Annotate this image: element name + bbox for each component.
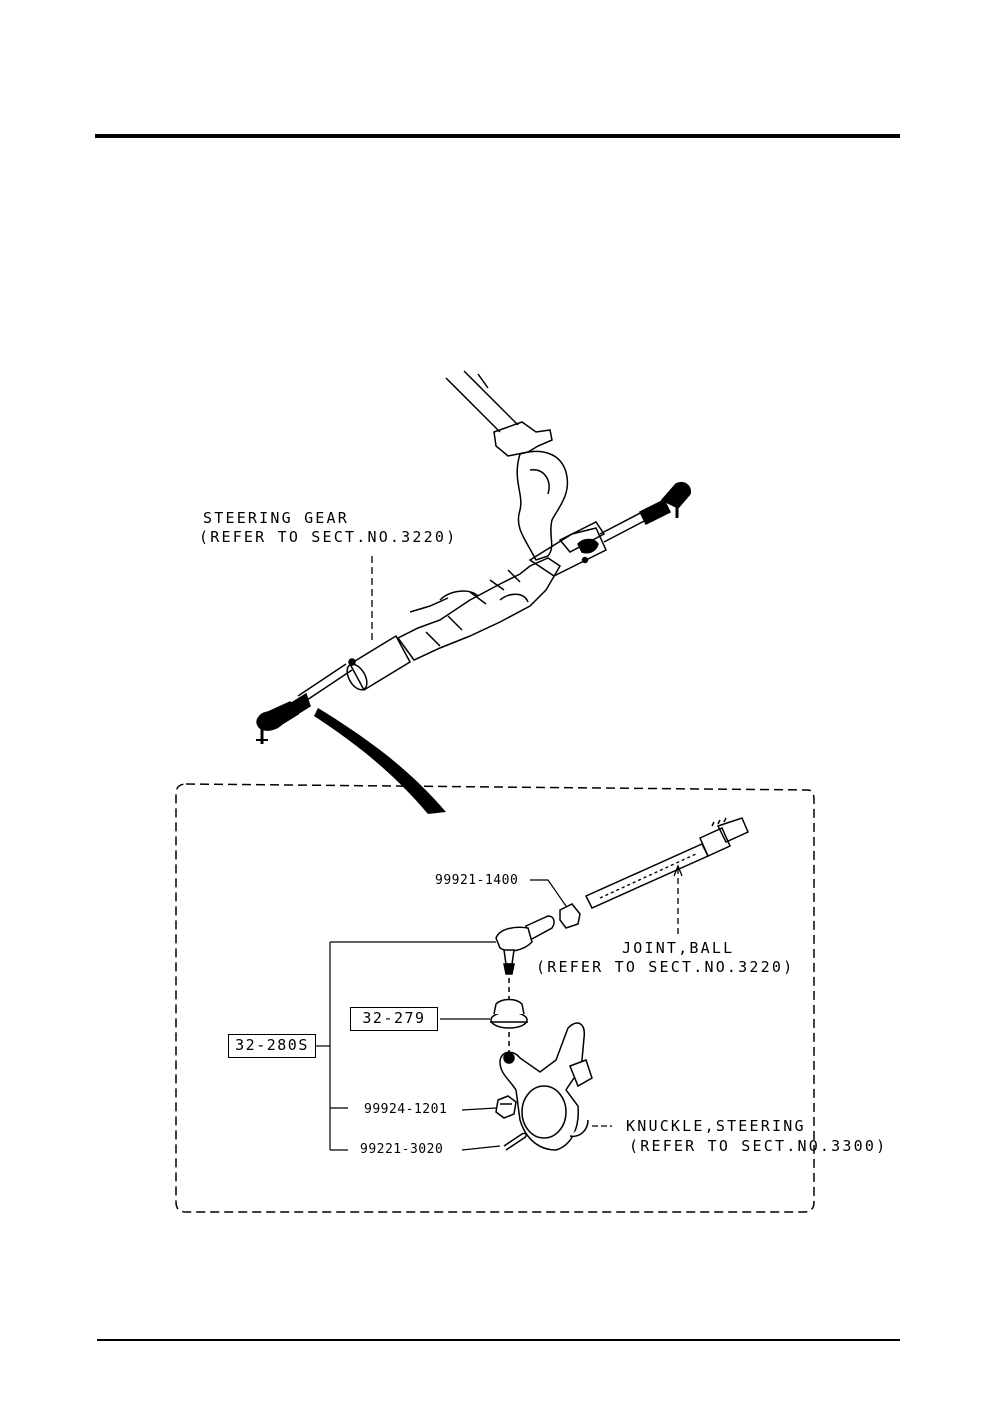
knuckle-ref: (REFER TO SECT.NO.3300) (629, 1137, 888, 1155)
steering-gear-ref: (REFER TO SECT.NO.3220) (199, 528, 458, 546)
steering-gear-housing (346, 521, 607, 692)
dust-boot-part (490, 998, 528, 1029)
castle-nut-part (495, 1095, 517, 1119)
joint-ball-ref: (REFER TO SECT.NO.3220) (536, 958, 795, 976)
callout-pointer (314, 708, 446, 814)
cotter-pin-part (503, 1132, 527, 1151)
callout-bracket (316, 941, 501, 1151)
dust-boot-part-box: 32-279 (350, 1007, 438, 1031)
joint-ball-label: JOINT,BALL (622, 939, 735, 957)
bottom-rule (97, 1339, 900, 1341)
steering-column (445, 370, 569, 561)
steering-gear-label: STEERING GEAR (203, 509, 349, 527)
assembly-part-box: 32-280S (228, 1034, 316, 1058)
cotter-pin-part-number: 99221-3020 (360, 1142, 444, 1157)
knuckle-part (499, 1022, 593, 1151)
castle-nut-part-number: 99924-1201 (364, 1102, 448, 1117)
top-rule (95, 134, 900, 138)
joint-ball-rod (584, 817, 749, 909)
tie-rod-end-part (495, 915, 555, 975)
left-tie-rod (256, 663, 353, 744)
right-tie-rod (599, 482, 692, 543)
jam-nut-part (559, 903, 581, 929)
detail-frame (175, 783, 815, 1213)
jam-nut-part-number: 99921-1400 (435, 873, 519, 888)
jam-nut-leader (530, 879, 567, 907)
knuckle-label: KNUCKLE,STEERING (626, 1117, 806, 1135)
